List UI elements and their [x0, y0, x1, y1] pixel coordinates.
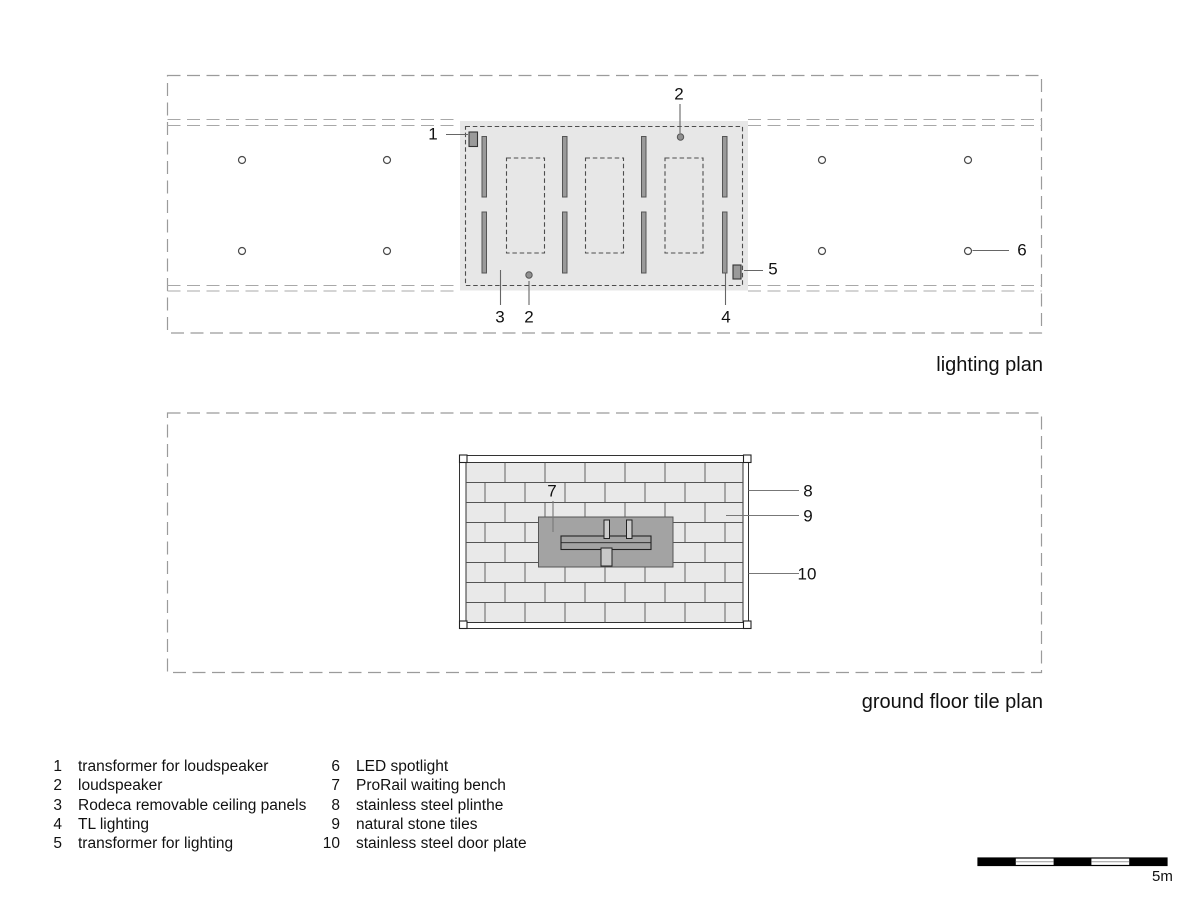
- legend-item: 8 stainless steel plinthe: [318, 796, 527, 815]
- scale-bar: [977, 857, 1168, 867]
- loudspeaker: [525, 271, 533, 279]
- scale-bar-label: 5m: [1152, 868, 1173, 885]
- legend-item-number: 2: [53, 777, 62, 795]
- tl-lighting-bars: [481, 136, 728, 274]
- legend-item: 2 loudspeaker: [40, 776, 306, 795]
- legend-item: 6 LED spotlight: [318, 757, 527, 776]
- legend-item-number: 3: [53, 796, 62, 814]
- callout-8: 8: [803, 481, 813, 501]
- bench-post: [626, 519, 633, 539]
- tl-light-bar: [481, 211, 487, 274]
- tl-light-bar: [722, 211, 728, 274]
- legend-item-label: transformer for loudspeaker: [78, 758, 269, 775]
- callout-2-bottom: 2: [524, 307, 534, 327]
- legend-item-label: LED spotlight: [356, 758, 449, 775]
- removable-ceiling-panels: [505, 157, 704, 254]
- bench-base-plate: [600, 547, 613, 567]
- legend-column-right: 6 LED spotlight 7 ProRail waiting bench …: [318, 757, 527, 853]
- tl-light-bar: [562, 211, 568, 274]
- legend-item-number: 7: [331, 777, 340, 795]
- legend-item-label: transformer for lighting: [78, 835, 234, 853]
- led-spotlight: [817, 155, 827, 165]
- legend-item-number: 6: [331, 758, 340, 775]
- callout-9: 9: [803, 506, 813, 526]
- tile-plan-drawing: [166, 412, 1043, 674]
- plinthe-corner-squares: [458, 454, 752, 630]
- led-spotlight: [237, 155, 247, 165]
- callout-6: 6: [1017, 240, 1027, 260]
- legend-item-label: Rodeca removable ceiling panels: [78, 796, 307, 814]
- led-spotlight: [963, 155, 973, 165]
- legend-item-label: ProRail waiting bench: [356, 777, 506, 795]
- legend-item-label: stainless steel plinthe: [356, 796, 504, 814]
- legend-item-number: 8: [331, 796, 340, 814]
- ceiling-zone-dashed-outline: [464, 125, 744, 287]
- callout-1: 1: [428, 124, 438, 144]
- led-spotlights: [237, 155, 973, 256]
- legend-item-number: 9: [331, 815, 340, 833]
- tl-light-bar: [562, 136, 568, 198]
- legend-item: 9 natural stone tiles: [318, 815, 527, 834]
- legend-item-label: loudspeaker: [78, 777, 163, 795]
- tl-light-bar: [481, 136, 487, 198]
- legend-item-label: stainless steel door plate: [356, 835, 527, 853]
- transformer-lighting: [732, 264, 742, 280]
- ceiling-panel: [584, 157, 625, 254]
- transformer-loudspeaker: [468, 131, 479, 148]
- ceiling-panel: [505, 157, 546, 254]
- legend-item-number: 4: [53, 815, 62, 833]
- legend-item-number: 1: [53, 758, 62, 775]
- callout-7: 7: [547, 481, 557, 501]
- tl-light-bar: [722, 136, 728, 198]
- lighting-plan-title: lighting plan: [936, 354, 1043, 376]
- legend-item-number: 5: [53, 835, 62, 853]
- legend-item: 4 TL lighting: [40, 815, 306, 834]
- ceiling-panel: [664, 157, 704, 254]
- ceiling-region: [460, 121, 748, 291]
- legend-item: 10 stainless steel door plate: [318, 834, 527, 853]
- legend-item-label: natural stone tiles: [356, 815, 478, 833]
- lighting-plan-drawing: [166, 74, 1043, 334]
- tile-plan-title: ground floor tile plan: [861, 691, 1043, 713]
- legend-item-number: 10: [322, 835, 340, 853]
- callout-2-top: 2: [674, 84, 684, 104]
- led-spotlight: [963, 246, 973, 256]
- corner-square: [742, 454, 752, 464]
- callout-4: 4: [721, 307, 731, 327]
- scale-bar-black-segment: [1129, 858, 1167, 866]
- led-spotlight: [382, 246, 392, 256]
- corner-square: [742, 620, 752, 630]
- lighting-plan-boundary: [166, 74, 1043, 334]
- callout-10: 10: [797, 564, 817, 584]
- led-spotlight: [382, 155, 392, 165]
- double-dashed-wall-lines: [167, 118, 1042, 292]
- scale-bar-black-segment: [978, 858, 1016, 866]
- corner-square: [458, 454, 468, 464]
- tile-plan-boundary: [166, 412, 1043, 674]
- led-spotlight: [817, 246, 827, 256]
- scale-bar-black-segment: [1053, 858, 1092, 866]
- legend-item: 7 ProRail waiting bench: [318, 776, 527, 795]
- legend-item: 1 transformer for loudspeaker: [40, 757, 306, 776]
- callout-5: 5: [768, 259, 778, 279]
- tl-light-bar: [641, 211, 647, 274]
- legend-column-left: 1 transformer for loudspeaker 2 loudspea…: [40, 757, 306, 853]
- led-spotlight: [237, 246, 247, 256]
- tile-leader-lines: [552, 489, 799, 575]
- tl-light-bar: [641, 136, 647, 198]
- legend-item-label: TL lighting: [78, 815, 149, 833]
- legend-item: 5 transformer for lighting: [40, 834, 306, 853]
- loudspeaker: [676, 133, 685, 141]
- legend-item: 3 Rodeca removable ceiling panels: [40, 796, 306, 815]
- corner-square: [458, 620, 468, 630]
- bench-post: [603, 519, 610, 539]
- lighting-leader-lines: [446, 104, 1009, 305]
- callout-3: 3: [495, 307, 505, 327]
